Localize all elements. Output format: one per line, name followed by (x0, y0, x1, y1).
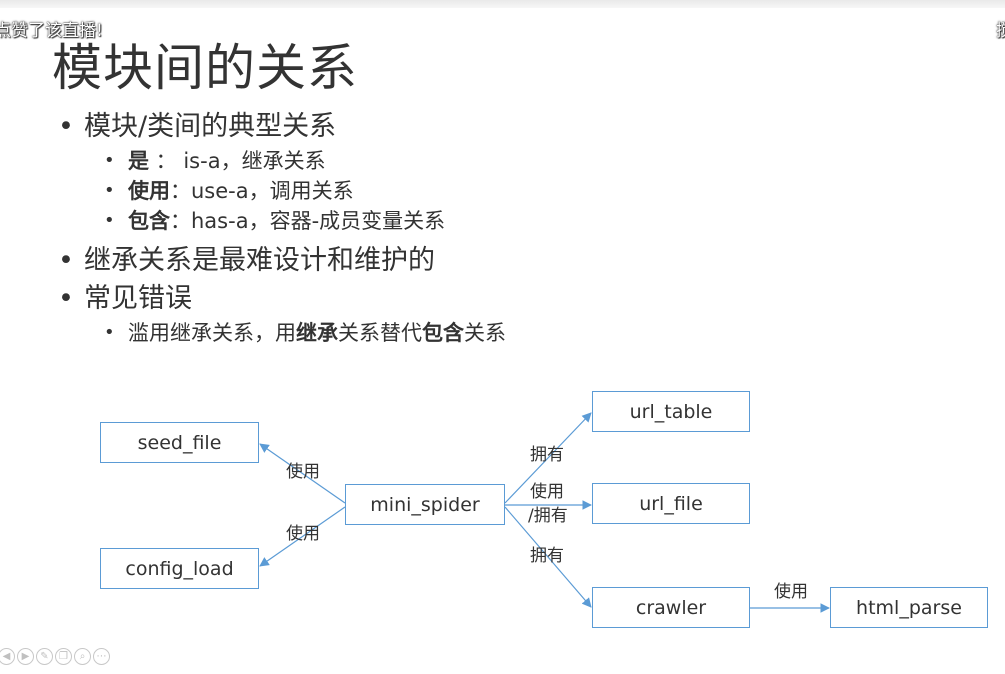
sub-bullet-text: ：has-a，容器-成员变量关系 (170, 209, 446, 233)
sub-bullet-text: 关系替代 (338, 321, 422, 345)
sub-bullet-item: • 包含：has-a，容器-成员变量关系 (58, 206, 506, 236)
node-url-table: url_table (592, 391, 750, 432)
bullet-dot: • (58, 245, 74, 276)
bullet-item: • 继承关系是最难设计和维护的 (58, 242, 506, 280)
bullet-list: • 模块/类间的典型关系 • 是 ： is-a，继承关系 • 使用：use-a，… (58, 108, 506, 348)
edge-label-config-load: 使用 (286, 524, 320, 544)
bullet-text: 继承关系是最难设计和维护的 (84, 245, 435, 276)
sub-bullet-text: ：use-a，调用关系 (170, 179, 354, 203)
sub-bullet-item: • 滥用继承关系，用继承关系替代包含关系 (58, 318, 506, 348)
sub-bullet-keyword: 包含 (422, 321, 464, 345)
sub-bullet-keyword: 使用 (128, 179, 170, 203)
bullet-dot: • (58, 111, 74, 142)
node-seed-file: seed_file (100, 422, 259, 463)
edge-label-seed-file: 使用 (286, 462, 320, 482)
edge-label-crawler: 拥有 (530, 546, 564, 566)
edge-label-html-parse: 使用 (774, 582, 808, 602)
bullet-dot: • (104, 210, 115, 231)
bullet-text: 常见错误 (84, 283, 192, 314)
bullet-item: • 常见错误 (58, 280, 506, 318)
bullet-item: • 模块/类间的典型关系 (58, 108, 506, 146)
edge-to-config-load (259, 506, 346, 567)
back-icon[interactable]: ◀ (0, 648, 15, 665)
live-comment-overlay-right: 搅 (996, 21, 1005, 41)
edge-label-url-file: 使用 (530, 482, 564, 502)
live-comment-overlay: 点赞了该直播! (0, 21, 103, 41)
node-crawler: crawler (592, 587, 750, 628)
bullet-dot: • (104, 180, 115, 201)
edge-label-url-file-2: /拥有 (528, 506, 568, 526)
sub-bullet-keyword: 包含 (128, 209, 170, 233)
node-config-load: config_load (100, 548, 259, 589)
node-url-file: url_file (592, 483, 750, 524)
edge-label-url-table: 拥有 (530, 445, 564, 465)
sub-bullet-keyword: 继承 (296, 321, 338, 345)
bullet-text: 模块/类间的典型关系 (84, 111, 337, 142)
more-icon[interactable]: ⋯ (93, 648, 110, 665)
sub-bullet-text: ： is-a，继承关系 (149, 149, 326, 173)
sub-bullet-text: 关系 (464, 321, 506, 345)
bullet-dot: • (104, 322, 115, 343)
forward-icon[interactable]: ▶ (17, 648, 34, 665)
slide-title: 模块间的关系 (52, 39, 358, 97)
bullet-dot: • (58, 283, 74, 314)
bullet-dot: • (104, 150, 115, 171)
edge-to-url-table (504, 412, 592, 504)
pen-icon[interactable]: ✎ (36, 648, 53, 665)
top-bar (0, 0, 1005, 8)
node-html-parse: html_parse (830, 587, 988, 628)
zoom-icon[interactable]: ⌕ (74, 648, 91, 665)
sub-bullet-keyword: 是 (128, 149, 149, 173)
copy-icon[interactable]: ❐ (55, 648, 72, 665)
edge-to-seed-file (259, 443, 346, 504)
player-controls: ◀ ▶ ✎ ❐ ⌕ ⋯ (0, 648, 110, 665)
sub-bullet-text: 滥用继承关系，用 (128, 321, 296, 345)
edge-to-crawler (504, 506, 592, 608)
sub-bullet-item: • 是 ： is-a，继承关系 (58, 146, 506, 176)
sub-bullet-item: • 使用：use-a，调用关系 (58, 176, 506, 206)
node-mini-spider: mini_spider (345, 484, 505, 525)
